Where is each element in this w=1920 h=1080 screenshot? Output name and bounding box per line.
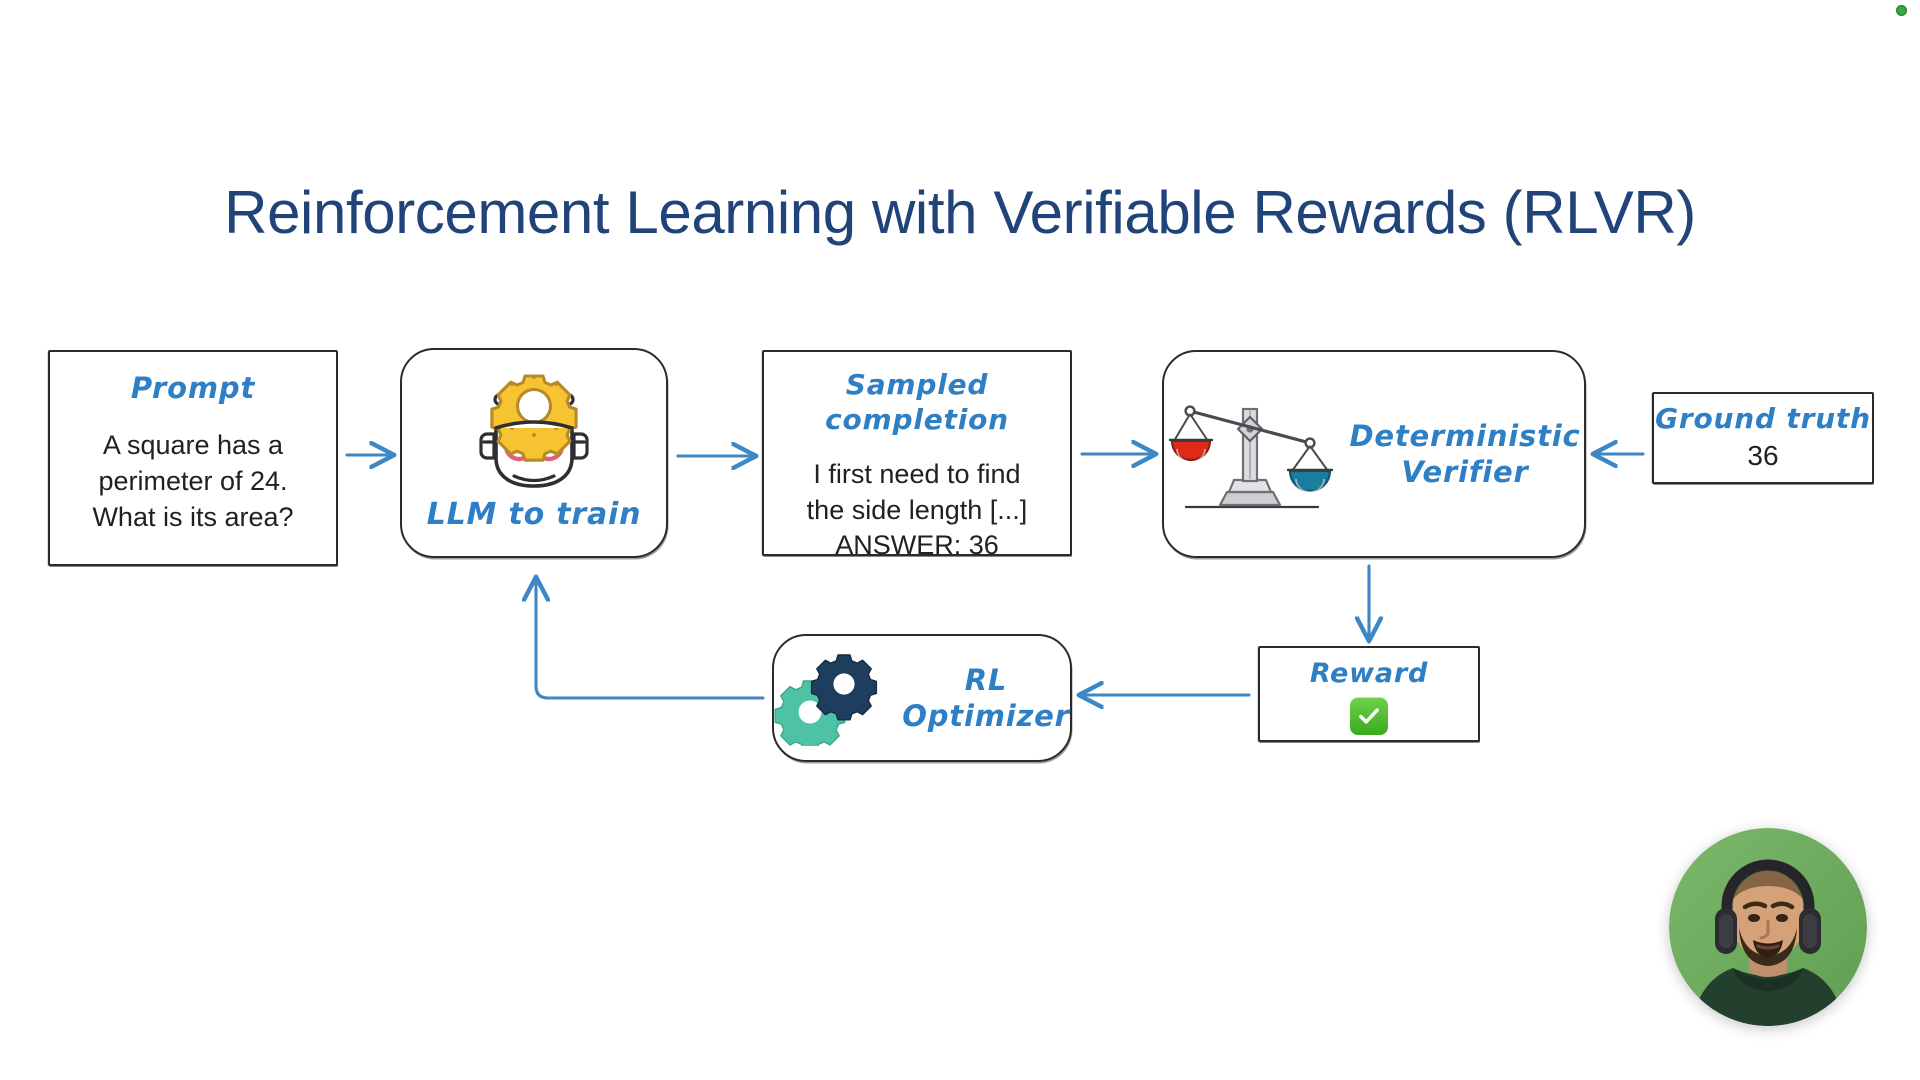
prompt-body: A square has a perimeter of 24. What is … (78, 428, 307, 535)
sampled-completion-body: I first need to find the side length [..… (807, 457, 1028, 564)
completion-line-3: ANSWER: 36 (835, 530, 999, 561)
reward-label: Reward (1309, 658, 1429, 690)
ground-truth-value: 36 (1747, 440, 1779, 472)
page-title: Reinforcement Learning with Verifiable R… (224, 179, 1696, 246)
robot-head-gear-icon (470, 372, 598, 494)
rl-optimizer-label-line-2: Optimizer (902, 699, 1070, 733)
prompt-body-line-3: What is its area? (92, 501, 294, 532)
two-gears-icon (774, 650, 886, 746)
prompt-node: Prompt A square has a perimeter of 24. W… (48, 350, 338, 566)
rl-optimizer-label: RL Optimizer (902, 662, 1069, 735)
completion-line-1: I first need to find (813, 459, 1021, 489)
prompt-label: Prompt (130, 371, 256, 405)
verifier-label: Deterministic Verifier (1350, 418, 1581, 491)
green-check-icon (1350, 696, 1388, 735)
llm-label: LLM to train (426, 497, 642, 533)
rl-optimizer-node: RL Optimizer (772, 634, 1072, 762)
verifier-label-line-2: Verifier (1401, 455, 1529, 489)
sampled-completion-node: Sampled completion I first need to find … (762, 350, 1072, 560)
recording-dot-icon (1896, 5, 1907, 16)
balance-scale-icon (1168, 383, 1336, 525)
reward-node: Reward (1258, 646, 1480, 742)
rl-optimizer-label-line-1: RL (964, 662, 1008, 697)
verifier-node: Deterministic Verifier (1162, 350, 1586, 558)
presenter-webcam[interactable] (1669, 828, 1867, 1026)
llm-node: LLM to train (400, 348, 668, 558)
ground-truth-node: Ground truth 36 (1652, 392, 1874, 484)
ground-truth-label: Ground truth (1655, 402, 1871, 436)
completion-line-2: the side length [...] (806, 494, 1028, 525)
prompt-body-line-1: A square has a (102, 430, 284, 461)
sampled-completion-label: Sampled completion (825, 368, 1009, 436)
prompt-body-line-2: perimeter of 24. (98, 465, 288, 496)
verifier-label-line-1: Deterministic (1349, 418, 1581, 453)
